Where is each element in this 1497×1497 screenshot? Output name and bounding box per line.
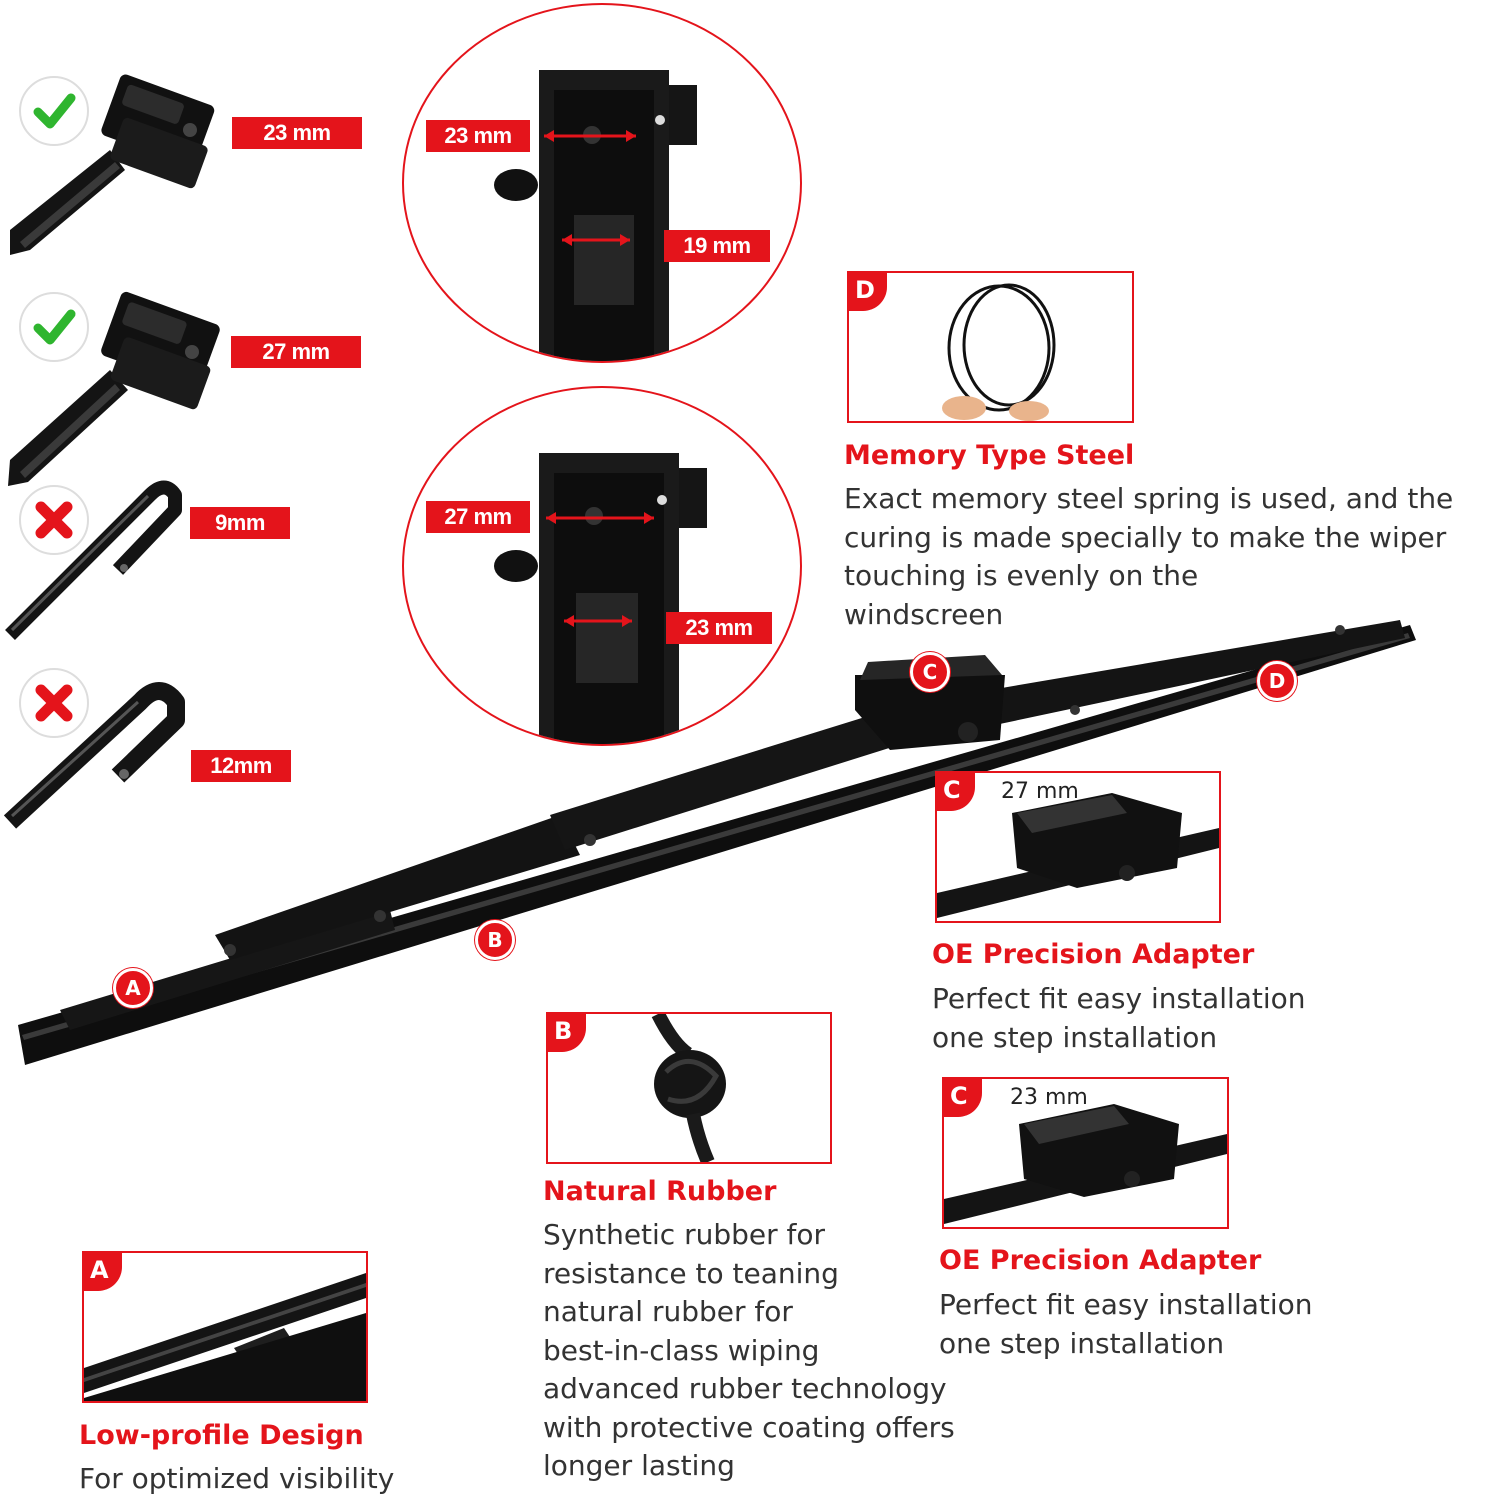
natural-rubber-thumbnail: B [546,1012,832,1164]
adapter-23-title: OE Precision Adapter [939,1245,1262,1276]
adapter-27-thumbnail: C 27 mm [935,771,1221,923]
memory-steel-description: Exact memory steel spring is used, and t… [844,480,1453,634]
description-line: natural rubber for [543,1295,793,1328]
arm-size-label-3: 9mm [190,507,290,539]
rubber-knot-image [651,1014,726,1162]
adapter-detail-circle-23: 23 mm 19 mm [402,3,802,363]
wiper-blade-image [18,620,1416,1065]
marker-b: B [475,920,515,960]
description-line: Perfect fit easy installation [939,1288,1313,1321]
adapter-inner-width-label: 19 mm [664,230,770,262]
adapter-dimension-label: 27 mm [1001,779,1079,804]
description-line: Perfect fit easy installation [932,982,1306,1015]
memory-steel-thumbnail: D [847,271,1134,423]
check-icon [33,309,76,345]
description-line: windscreen [844,597,1004,631]
description-line: best-in-class wiping [543,1333,820,1367]
description-line: Synthetic rubber for [543,1218,826,1251]
low-profile-thumbnail: A [82,1251,368,1403]
marker-a: A [113,968,153,1008]
marker-c: C [910,652,950,692]
description-line: curing is made specially to make the wip… [844,520,1447,554]
natural-rubber-title: Natural Rubber [543,1176,777,1207]
adapter-27-title: OE Precision Adapter [932,939,1255,970]
adapter-image [937,793,1219,918]
adapter-23-thumbnail: C 23 mm [942,1077,1229,1229]
cross-icon [35,501,73,539]
description-line: longer lasting [543,1449,735,1482]
adapter-outer-width-label: 27 mm [426,501,530,533]
description-line: resistance to teaning [543,1256,839,1290]
adapter-outer-width-label: 23 mm [426,120,530,152]
low-profile-title: Low-profile Design [79,1420,364,1451]
arm-size-label-2: 27 mm [231,336,361,368]
low-profile-description: For optimized visibility [79,1460,394,1497]
adapter-27-description: Perfect fit easy installation one step i… [932,980,1306,1057]
blade-profile-image [84,1273,366,1401]
description-line: touching is evenly on the [844,559,1199,592]
adapter-detail-circle-27: 27 mm 23 mm [402,386,802,746]
description-line: one step installation [939,1326,1225,1360]
cross-icon [35,684,73,722]
description-line: For optimized visibility [79,1462,395,1495]
adapter-dimension-label: 23 mm [1010,1085,1088,1110]
description-line: with protective coating offers [543,1410,955,1444]
steel-spring-image [942,283,1056,421]
arm-9mm-image [5,480,182,640]
arm-12mm-image [3,682,185,829]
fits-status-2 [19,292,89,362]
fits-status-3 [19,485,89,555]
natural-rubber-description: Synthetic rubber for resistance to teani… [543,1216,955,1486]
adapter-23-description: Perfect fit easy installation one step i… [939,1286,1313,1363]
arm-23mm-image [10,74,215,255]
description-line: one step installation [932,1020,1218,1054]
adapter-image [944,1104,1227,1224]
fits-status-1 [19,76,89,146]
description-line: Exact memory steel spring is used, and t… [844,482,1454,515]
adapter-closeup-image [494,70,697,361]
adapter-closeup-image [494,453,707,744]
fits-status-4 [19,668,89,738]
description-line: advanced rubber technology [543,1372,947,1405]
arm-27mm-image [8,291,220,486]
arm-size-label-1: 23 mm [232,117,362,149]
arm-size-label-4: 12mm [191,750,291,782]
check-icon [33,93,76,129]
marker-d: D [1257,661,1297,701]
adapter-inner-width-label: 23 mm [666,612,772,644]
memory-steel-title: Memory Type Steel [844,440,1135,471]
